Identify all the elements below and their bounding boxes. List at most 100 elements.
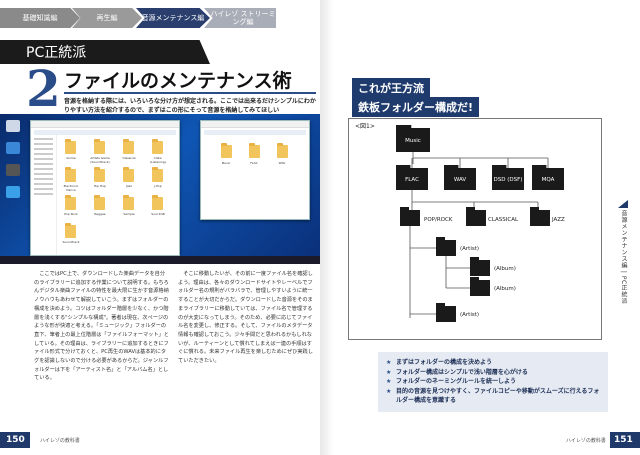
folder-label: Electronic Dance bbox=[63, 184, 79, 192]
album-label: (Album) bbox=[494, 286, 516, 292]
folder-icon[interactable] bbox=[152, 195, 163, 210]
folder-icon[interactable] bbox=[123, 167, 134, 182]
folder-name: Music bbox=[405, 138, 421, 144]
folder-icon[interactable] bbox=[65, 223, 76, 238]
side-marker bbox=[618, 200, 628, 208]
folder-name: MQA bbox=[542, 177, 555, 183]
folder-genre bbox=[530, 207, 550, 226]
folder-label: Soundtrack bbox=[62, 240, 80, 244]
folder-icon[interactable] bbox=[152, 139, 163, 154]
address-bar[interactable] bbox=[34, 130, 176, 135]
page-number-right: 151 bbox=[614, 435, 633, 445]
tab-basics[interactable]: 基礎知識編 bbox=[0, 8, 80, 28]
nav-pane bbox=[31, 135, 57, 255]
media-player-icon bbox=[6, 142, 20, 154]
folder-name: DSD (DSF) bbox=[494, 177, 523, 183]
lead-text: 音源を格納する際には、いろいろな分け方が想定される。ここでは出来るだけシンプルに… bbox=[64, 98, 316, 114]
callout-line-1: これが王方流 bbox=[352, 78, 430, 98]
folder-icon[interactable] bbox=[94, 139, 105, 154]
footer-bar-right bbox=[610, 432, 640, 448]
folder-format: DSD (DSF) bbox=[492, 165, 524, 190]
folder-name: FLAC bbox=[405, 177, 419, 183]
tab-label: 基礎知識編 bbox=[22, 14, 58, 22]
folder-label: FLAC bbox=[250, 161, 258, 165]
article-title: ファイルのメンテナンス術 bbox=[64, 70, 292, 92]
folder-icon[interactable] bbox=[221, 143, 232, 158]
folder-label: Soul RnB bbox=[151, 212, 165, 216]
genre-label: JAZZ bbox=[551, 217, 565, 223]
folder-label: Artists Game (Soundtrack) bbox=[90, 156, 110, 164]
body-column-1: ここではPC上で、ダウンロードした楽曲データを自分のライブラリーに追加する作業に… bbox=[34, 271, 169, 382]
title-underline bbox=[64, 92, 316, 94]
folder-genre bbox=[400, 207, 420, 226]
folder-icon[interactable] bbox=[123, 195, 134, 210]
window-titlebar bbox=[201, 121, 309, 128]
star-icon: ★ bbox=[386, 387, 392, 395]
summary-text: フォルダー構成はシンプルで浅い階層を心がける bbox=[396, 368, 528, 376]
folder-icon[interactable] bbox=[65, 139, 76, 154]
tab-label: 再生編 bbox=[96, 14, 118, 22]
folder-icon[interactable] bbox=[94, 195, 105, 210]
page-number-left: 150 bbox=[6, 435, 25, 445]
folder-icon[interactable] bbox=[123, 139, 134, 154]
folder-label: Anime bbox=[66, 156, 76, 160]
album-label: (Album) bbox=[494, 266, 516, 272]
folder-name: WAV bbox=[454, 177, 467, 183]
folder-label: Reggae bbox=[94, 212, 106, 216]
summary-box: ★ まずはフォルダーの構成を決めよう ★ フォルダー構成はシンプルで浅い階層を心がけ… bbox=[378, 352, 608, 412]
folder-album bbox=[470, 277, 490, 296]
artist-label: (Artist) bbox=[460, 246, 479, 252]
page-gutter bbox=[320, 0, 334, 455]
star-icon: ★ bbox=[386, 368, 392, 376]
window-titlebar bbox=[31, 121, 179, 128]
folder-icon[interactable] bbox=[65, 167, 76, 182]
folder-label: Classical bbox=[122, 156, 136, 160]
star-icon: ★ bbox=[386, 359, 392, 366]
figure-label: <図1> bbox=[355, 123, 375, 130]
folder-format: WAV bbox=[444, 165, 476, 190]
summary-text: フォルダーのネーミングルールを統一しよう bbox=[396, 378, 517, 385]
magazine-name-right: ハイレゾの教科書 bbox=[566, 438, 606, 444]
summary-item: ★ フォルダー構成はシンプルで浅い階層を心がける bbox=[386, 368, 600, 378]
footer-bar-left bbox=[0, 432, 30, 448]
magazine-name-left: ハイレゾの教科書 bbox=[40, 438, 80, 444]
callout-line-2: 鉄板フォルダー構成だ! bbox=[352, 97, 480, 117]
folder-icon[interactable] bbox=[249, 143, 260, 158]
folder-album bbox=[470, 257, 490, 276]
body-column-2: そこに移動したいが、その前に一度ファイル名を確認しよう。理由は、各々のダウンロー… bbox=[178, 271, 313, 365]
address-bar[interactable] bbox=[204, 130, 306, 135]
folder-icon[interactable] bbox=[277, 143, 288, 158]
tab-hires-streaming[interactable]: ハイレゾ ストリーミング編 bbox=[204, 8, 276, 28]
folder-icon[interactable] bbox=[65, 195, 76, 210]
star-icon: ★ bbox=[386, 378, 392, 385]
summary-item: ★ まずはフォルダーの構成を決めよう bbox=[386, 358, 600, 368]
folder-artist bbox=[436, 303, 456, 322]
folder-label: Data (Listening) bbox=[150, 156, 166, 164]
folder-icon[interactable] bbox=[94, 167, 105, 182]
side-section-label: 音源メンテナンス編 | PC正統派 bbox=[620, 210, 627, 305]
folder-music-root: Music bbox=[396, 125, 430, 152]
summary-item: ★ 目的の音源を見つけやすく、ファイルコピーや移動がスムーズに行えるフォルダー構成… bbox=[386, 387, 600, 406]
folder-genre bbox=[466, 207, 486, 226]
tab-playback[interactable]: 再生編 bbox=[72, 8, 142, 28]
recycle-bin-icon bbox=[6, 120, 20, 132]
taskbar bbox=[0, 256, 320, 264]
folder-label: WAV bbox=[278, 161, 286, 165]
foobar-icon bbox=[6, 164, 20, 176]
folder-label: J-Pop bbox=[154, 184, 162, 188]
folder-format: MQA bbox=[532, 165, 564, 190]
explorer-screenshot: Anime Artists Game (Soundtrack) Classical D… bbox=[0, 114, 320, 264]
series-banner: PC正統派 bbox=[0, 40, 210, 64]
folder-format: FLAC bbox=[396, 165, 428, 190]
folder-label: Hip Hop bbox=[94, 184, 106, 188]
tab-maintenance[interactable]: 音源メンテナンス編 bbox=[136, 8, 210, 28]
folder-label: Jazz bbox=[126, 184, 132, 188]
folder-icon[interactable] bbox=[152, 167, 163, 182]
summary-text: まずはフォルダーの構成を決めよう bbox=[396, 359, 493, 366]
jriver-icon bbox=[6, 186, 20, 198]
folder-label: Pop Rock bbox=[64, 212, 78, 216]
explorer-window-format: Music FLAC WAV bbox=[200, 120, 310, 220]
summary-text: 目的の音源を見つけやすく、ファイルコピーや移動がスムーズに行えるフォルダー構成を… bbox=[396, 387, 600, 405]
folder-label: Sample bbox=[123, 212, 135, 216]
